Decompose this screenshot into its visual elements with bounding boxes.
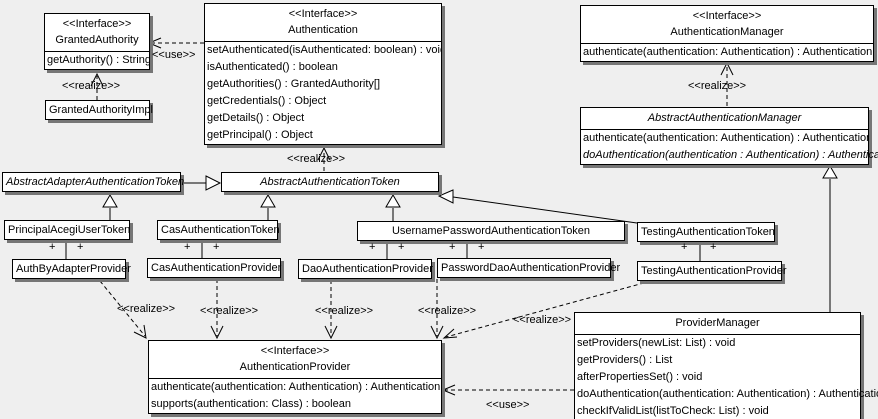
method-label: authenticate(authentication: Authenticat… (151, 381, 441, 393)
class-cas-authentication-provider: CasAuthenticationProvider (147, 258, 281, 278)
class-auth-by-adapter-provider: AuthByAdapterProvider (12, 259, 131, 279)
class-name: AbstractAdapterAuthenticationToken (6, 176, 185, 188)
class-name: CasAuthenticationToken (161, 224, 280, 236)
class-authentication-provider: <<Interface>> AuthenticationProvider aut… (148, 340, 442, 414)
edge-realize-passworddaoprovider (430, 279, 444, 340)
class-name: TestingAuthenticationProvider (641, 265, 787, 277)
realize-label: <<realize>> (315, 305, 374, 317)
class-abstract-authentication-manager: AbstractAuthenticationManager authentica… (580, 107, 878, 165)
multiplicity-plus: + (184, 241, 191, 253)
method-label: setAuthenticated(isAuthenticated: boolea… (207, 44, 441, 56)
class-password-dao-authentication-provider: PasswordDaoAuthenticationProvider (437, 258, 621, 278)
stereotype-label: <<Interface>> (62, 18, 132, 30)
class-name: ProviderManager (675, 317, 760, 329)
multiplicity-plus: + (681, 241, 688, 253)
class-authentication-manager: <<Interface>> AuthenticationManager auth… (580, 5, 874, 62)
class-name: Authentication (288, 24, 358, 36)
realize-label: <<realize>> (688, 80, 747, 92)
class-name: AuthenticationProvider (239, 361, 351, 373)
method-label: authenticate(authentication: Authenticat… (583, 132, 868, 144)
multiplicity-plus: + (398, 241, 405, 253)
edge-gen-casauthenticationtoken (260, 194, 276, 220)
method-label: authenticate(authentication: Authenticat… (583, 46, 873, 58)
method-label: getPrincipal() : Object (207, 129, 313, 141)
class-dao-authentication-provider: DaoAuthenticationProvider (298, 259, 433, 279)
stereotype-label: <<Interface>> (288, 8, 358, 20)
class-principal-acegi-user-token: PrincipalAcegiUserToken (4, 220, 130, 240)
class-username-password-authentication-token: UsernamePasswordAuthenticationToken (357, 221, 625, 241)
edge-use-providermanager-authenticationprovider (441, 384, 574, 396)
method-label: getCredentials() : Object (207, 95, 327, 107)
realize-label: <<realize>> (418, 305, 477, 317)
method-label: afterPropertiesSet() : void (577, 371, 703, 383)
method-label: supports(authentication: Class) : boolea… (151, 398, 351, 410)
edge-realize-grantedauthorityimpl (90, 72, 104, 100)
class-name: AuthByAdapterProvider (16, 263, 131, 275)
multiplicity-plus: + (710, 241, 717, 253)
edge-realize-daoauthenticationprovider (324, 280, 338, 340)
realize-label: <<realize>> (200, 305, 259, 317)
class-abstract-adapter-authentication-token: AbstractAdapterAuthenticationToken (2, 172, 185, 192)
class-name: GrantedAuthorityImpl (49, 104, 153, 116)
method-label: setProviders(newList: List) : void (577, 337, 736, 349)
class-name: CasAuthenticationProvider (151, 262, 282, 274)
multiplicity-plus: + (77, 241, 84, 253)
method-label: getProviders() : List (577, 354, 673, 366)
class-name: PasswordDaoAuthenticationProvider (441, 262, 621, 274)
edge-gen-testingauthenticationtoken (437, 189, 638, 224)
multiplicity-plus: + (49, 241, 56, 253)
edge-use-authentication-grantedauthority (147, 37, 204, 49)
class-abstract-authentication-token: AbstractAuthenticationToken (221, 172, 439, 192)
realize-label: <<realize>> (62, 80, 121, 92)
method-label: doAuthentication(authentication: Authent… (577, 388, 878, 400)
stereotype-label: <<Interface>> (260, 345, 330, 357)
class-granted-authority-impl: GrantedAuthorityImpl (45, 100, 153, 120)
class-name: PrincipalAcegiUserToken (8, 224, 131, 236)
multiplicity-plus: + (449, 241, 456, 253)
edge-realize-abstractauthenticationtoken (317, 146, 331, 171)
edge-gen-principalacegiusertoken (102, 194, 118, 220)
class-provider-manager: ProviderManager setProviders(newList: Li… (574, 312, 878, 419)
method-label: getAuthorities() : GrantedAuthority[] (207, 78, 381, 90)
method-label: checkIfValidList(listToCheck: List) : vo… (577, 405, 769, 417)
edge-realize-authbyadapterprovider (99, 280, 147, 339)
stereotype-label: <<Interface>> (692, 10, 762, 22)
method-label: getDetails() : Object (207, 112, 305, 124)
edge-realize-casauthenticationprovider (210, 279, 224, 340)
multiplicity-plus: + (213, 241, 220, 253)
class-cas-authentication-token: CasAuthenticationToken (157, 220, 280, 240)
class-testing-authentication-token: TestingAuthenticationToken (637, 222, 775, 242)
class-authentication: <<Interface>> Authentication setAuthenti… (204, 3, 442, 145)
edge-gen-adapter-token (181, 175, 222, 191)
method-label: doAuthentication(authentication : Authen… (583, 149, 878, 161)
use-label: <<use>> (486, 399, 530, 411)
multiplicity-plus: + (369, 241, 376, 253)
realize-label: <<realize>> (287, 153, 346, 165)
method-label: isAuthenticated() : boolean (207, 61, 338, 73)
method-label: getAuthority() : String (47, 54, 149, 66)
realize-label: <<realize>> (117, 303, 176, 315)
edge-realize-abstractauthenticationmanager (720, 61, 734, 106)
class-name: UsernamePasswordAuthenticationToken (391, 225, 591, 237)
class-name: GrantedAuthority (55, 34, 139, 46)
edge-gen-usernamepasswordtoken (385, 194, 401, 221)
multiplicity-plus: + (478, 241, 485, 253)
class-name: TestingAuthenticationToken (641, 226, 775, 238)
edge-realize-testingprovider (442, 280, 652, 339)
class-granted-authority: <<Interface>> GrantedAuthority getAuthor… (44, 13, 150, 70)
class-name: AuthenticationManager (670, 26, 784, 38)
class-name: AbstractAuthenticationToken (260, 176, 400, 188)
use-label: <<use>> (152, 49, 196, 61)
class-name: AbstractAuthenticationManager (647, 112, 802, 124)
realize-label: <<realize>> (513, 314, 572, 326)
class-name: DaoAuthenticationProvider (302, 263, 433, 275)
class-testing-authentication-provider: TestingAuthenticationProvider (637, 261, 787, 281)
edge-gen-providermanager (822, 165, 838, 312)
